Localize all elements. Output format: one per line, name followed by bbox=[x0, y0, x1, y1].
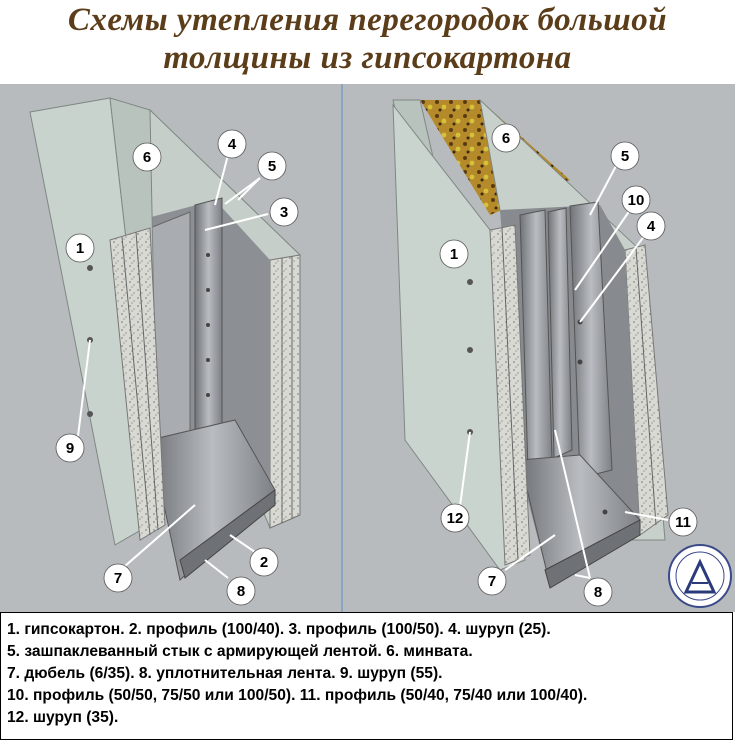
screw-icon bbox=[87, 411, 93, 417]
screw-icon bbox=[87, 265, 93, 271]
callout-left-9: 9 bbox=[55, 433, 85, 463]
legend-row-2: 5. зашпаклеванный стык с армирующей лент… bbox=[7, 643, 473, 660]
callout-number: 3 bbox=[280, 204, 288, 221]
title-line-2: толщины из гипсокартона bbox=[163, 40, 572, 76]
callout-left-3: 3 bbox=[269, 197, 299, 227]
callout-number: 7 bbox=[114, 570, 122, 587]
callout-number: 11 bbox=[675, 514, 691, 531]
callout-right-12: 12 bbox=[440, 503, 470, 533]
callout-number: 8 bbox=[594, 584, 602, 601]
callout-right-4: 4 bbox=[636, 211, 666, 241]
callout-number: 2 bbox=[260, 554, 268, 571]
callout-right-10: 10 bbox=[621, 185, 651, 215]
screw-icon bbox=[467, 347, 473, 353]
right-panel bbox=[392, 98, 732, 608]
callout-right-8: 8 bbox=[583, 577, 613, 607]
callout-right-6: 6 bbox=[491, 123, 521, 153]
title-block: Схемы утепления перегородок большой толщ… bbox=[0, 0, 735, 84]
left-panel bbox=[29, 97, 301, 581]
legend-row-4: 10. профиль (50/50, 75/50 или 100/50). 1… bbox=[7, 687, 588, 704]
right-profile-3 bbox=[569, 201, 613, 479]
callout-number: 4 bbox=[647, 218, 656, 235]
legend-row-5: 12. шуруп (35). bbox=[7, 709, 119, 726]
right-leader-lines bbox=[459, 165, 669, 579]
callout-number: 10 bbox=[628, 192, 645, 209]
left-back-board-edge bbox=[269, 254, 301, 529]
left-profile-vertical bbox=[194, 197, 223, 449]
legend-row-1: 1. гипсокартон. 2. профиль (100/40). 3. … bbox=[7, 621, 551, 638]
callout-number: 1 bbox=[76, 240, 84, 257]
callout-left-2: 2 bbox=[249, 547, 279, 577]
callout-left-1: 1 bbox=[65, 233, 95, 263]
logo-stamp bbox=[668, 544, 732, 608]
callout-number: 6 bbox=[143, 149, 151, 166]
legend-box: 1. гипсокартон. 2. профиль (100/40). 3. … bbox=[0, 612, 733, 740]
callout-right-1: 1 bbox=[439, 239, 469, 269]
callout-number: 9 bbox=[66, 440, 74, 457]
callout-number: 4 bbox=[228, 136, 237, 153]
callout-left-6: 6 bbox=[132, 142, 162, 172]
callout-number: 7 bbox=[488, 573, 496, 590]
callout-number: 12 bbox=[447, 510, 464, 527]
callout-left-5: 5 bbox=[257, 151, 287, 181]
callout-left-7: 7 bbox=[103, 563, 133, 593]
legend-row-3: 7. дюбель (6/35). 8. уплотнительная лент… bbox=[7, 665, 443, 682]
screw-icon bbox=[467, 279, 473, 285]
callout-number: 8 bbox=[237, 583, 245, 600]
title-line-1: Схемы утепления перегородок большой bbox=[67, 2, 668, 38]
left-front-board-edge bbox=[109, 227, 166, 541]
callout-number: 6 bbox=[502, 130, 510, 147]
callout-left-4: 4 bbox=[217, 129, 247, 159]
right-profile-2 bbox=[547, 207, 573, 459]
callout-number: 5 bbox=[621, 148, 629, 165]
callout-number: 1 bbox=[450, 246, 458, 263]
callout-right-7: 7 bbox=[477, 566, 507, 596]
callout-right-11: 11 bbox=[668, 507, 698, 537]
callout-right-5: 5 bbox=[610, 141, 640, 171]
callout-left-8: 8 bbox=[226, 576, 256, 606]
left-leader-lines bbox=[77, 154, 269, 579]
callout-number: 5 bbox=[268, 158, 276, 175]
